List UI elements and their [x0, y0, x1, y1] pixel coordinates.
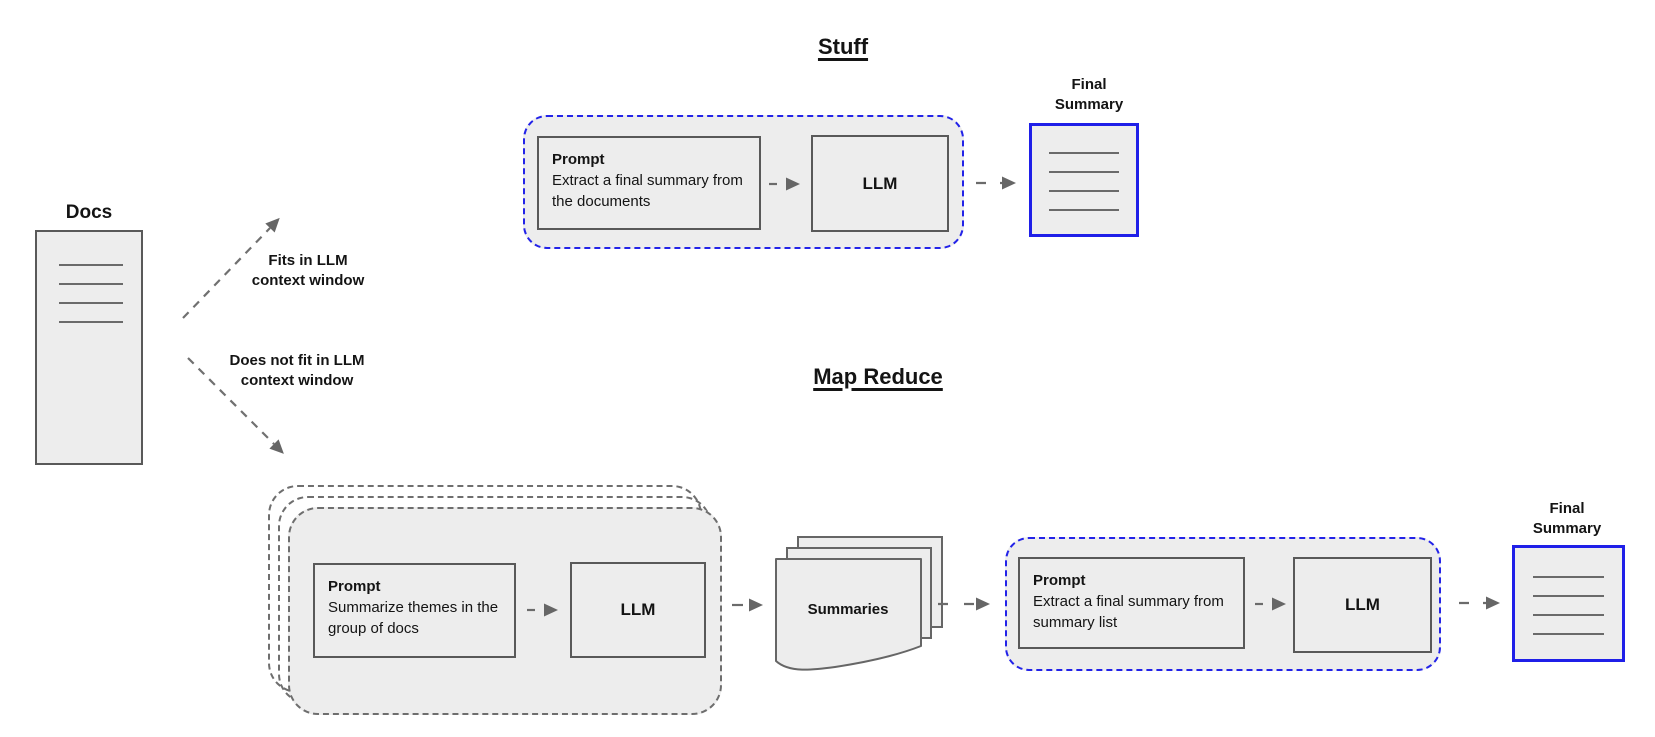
text-line	[1533, 595, 1604, 597]
text-line	[1049, 190, 1119, 192]
text-line	[59, 321, 123, 323]
summaries-label: Summaries	[807, 601, 889, 618]
docs-document-icon	[35, 230, 143, 465]
reduce-llm-box: LLM	[1293, 557, 1432, 653]
prompt-body: Summarize themes in the group of docs	[328, 599, 499, 637]
stuff-prompt-box: Prompt Extract a final summary from the …	[537, 136, 761, 230]
llm-label: LLM	[620, 600, 656, 619]
text-line	[1049, 209, 1119, 211]
text-line	[1533, 614, 1604, 616]
docs-label: Docs	[65, 202, 113, 223]
stuff-final-summary-label: Final Summary	[1054, 76, 1124, 113]
map-prompt-box: Prompt Summarize themes in the group of …	[313, 563, 516, 658]
stuff-final-summary-document-icon	[1029, 123, 1139, 237]
prompt-body: Extract a final summary from summary lis…	[1033, 593, 1224, 631]
text-line	[1533, 576, 1604, 578]
text-line	[1049, 171, 1119, 173]
prompt-heading: Prompt	[328, 578, 381, 595]
branch-fits-label: Fits in LLM context window	[251, 252, 365, 289]
map-reduce-section-title: Map Reduce	[813, 364, 943, 389]
stuff-section-title: Stuff	[817, 34, 869, 59]
prompt-heading: Prompt	[1033, 572, 1086, 589]
reduce-prompt-box: Prompt Extract a final summary from summ…	[1018, 557, 1245, 649]
text-line	[59, 283, 123, 285]
prompt-heading: Prompt	[552, 151, 605, 168]
branch-not-fit-label: Does not fit in LLM context window	[229, 352, 365, 389]
text-line	[59, 302, 123, 304]
prompt-body: Extract a final summary from the documen…	[552, 172, 743, 210]
document-text-lines	[1049, 152, 1119, 211]
map-llm-box: LLM	[570, 562, 706, 658]
reduce-final-summary-label: Final Summary	[1532, 500, 1602, 537]
llm-label: LLM	[862, 173, 898, 193]
document-text-lines	[1533, 576, 1604, 635]
text-line	[59, 264, 123, 266]
document-text-lines	[59, 264, 123, 323]
reduce-final-summary-document-icon	[1512, 545, 1625, 662]
llm-label: LLM	[1345, 595, 1380, 614]
stuff-llm-box: LLM	[811, 135, 949, 232]
text-line	[1049, 152, 1119, 154]
summaries-document-icon	[775, 558, 922, 671]
text-line	[1533, 633, 1604, 635]
